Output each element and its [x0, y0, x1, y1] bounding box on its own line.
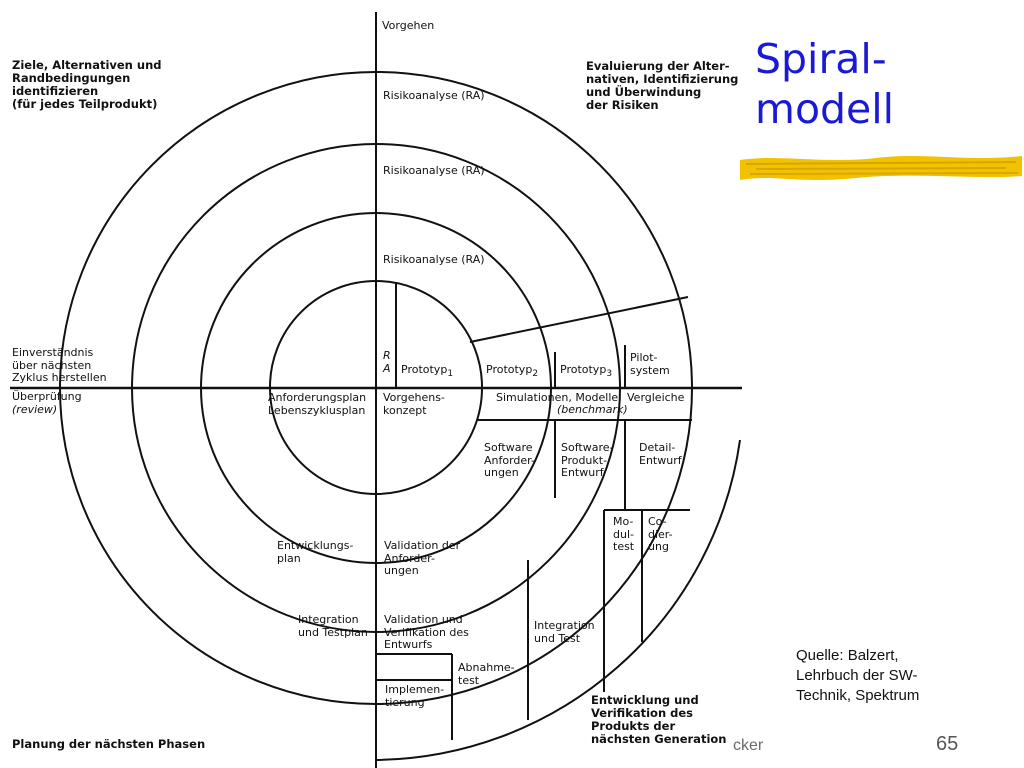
prototype-2: Prototyp2: [486, 363, 539, 380]
requirements-lifecycle-plan: Anforderungsplan Lebenszyklusplan: [268, 391, 367, 417]
comparisons: Vergleiche: [627, 391, 685, 404]
brush-stroke-decoration: [740, 156, 1022, 180]
quadrant-bottom-right-label: Entwicklung und Verifikation des Produkt…: [591, 693, 727, 746]
spiral-ring-lower-b: [131, 387, 621, 634]
integration-and-test: Integration und Test: [534, 619, 595, 645]
detail-design: Detail- Entwurf: [639, 441, 682, 467]
spiral-ring-lower-a: [200, 387, 552, 565]
simulations-models: Simulationen, Modelle,: [496, 391, 622, 404]
acceptance-test: Abnahme- test: [458, 661, 515, 687]
prototype-1: Prototyp1: [401, 363, 454, 380]
quadrant-top-right-label: Evaluierung der Alter- nativen, Identifi…: [586, 59, 739, 112]
module-test: Mo- dul- test: [613, 515, 635, 553]
slide-title: Spiral- modell: [755, 35, 895, 133]
pilot-system: Pilot- system: [630, 351, 670, 377]
footer-author: cker: [733, 737, 764, 754]
risk-analysis-small: R A: [383, 349, 391, 375]
software-product-design: Software- Produkt- Entwurf: [561, 441, 614, 479]
spiral-ring-2-upper: [200, 211, 552, 389]
software-requirements: Software Anforder- ungen: [484, 441, 535, 479]
validation-requirements: Validation der Anforder- ungen: [384, 539, 461, 577]
spiral-ring-1-upper: [268, 279, 484, 389]
prototype-3: Prototyp3: [560, 363, 613, 380]
axis-left-review-italic: (review): [12, 403, 58, 416]
integration-test-plan: Integration und Testplan: [298, 613, 368, 639]
risk-analysis-middle: Risikoanalyse (RA): [383, 164, 485, 177]
risk-analysis-inner: Risikoanalyse (RA): [383, 253, 485, 266]
axis-left-upper-label: Einverständnis über nächsten Zyklus hers…: [12, 346, 107, 384]
source-citation: Quelle: Balzert, Lehrbuch der SW- Techni…: [796, 647, 920, 704]
spiral-ring-3-upper: [131, 142, 621, 389]
validation-verification-design: Validation und Verifikation des Entwurfs: [384, 613, 469, 651]
benchmark: (benchmark): [557, 403, 628, 416]
spiral-ring-4-upper: [59, 70, 693, 389]
divider: [469, 296, 689, 343]
risk-analysis-outer: Risikoanalyse (RA): [383, 89, 485, 102]
quadrant-bottom-left-label: Planung der nächsten Phasen: [12, 737, 206, 751]
coding: Co- dier- ung: [648, 515, 673, 553]
page-number: 65: [936, 733, 959, 755]
quadrant-top-left-label: Ziele, Alternativen und Randbedingungen …: [12, 58, 162, 111]
axis-left-review-label: Überprüfung: [12, 390, 82, 403]
spiral-ring-outer-tail: [375, 439, 741, 761]
spiral-ring-1-lower: [375, 387, 483, 495]
implementation: Implemen- tierung: [385, 683, 445, 709]
process-concept: Vorgehens- konzept: [383, 391, 445, 417]
axis-top-label: Vorgehen: [382, 19, 435, 32]
development-plan: Entwicklungs- plan: [277, 539, 354, 565]
